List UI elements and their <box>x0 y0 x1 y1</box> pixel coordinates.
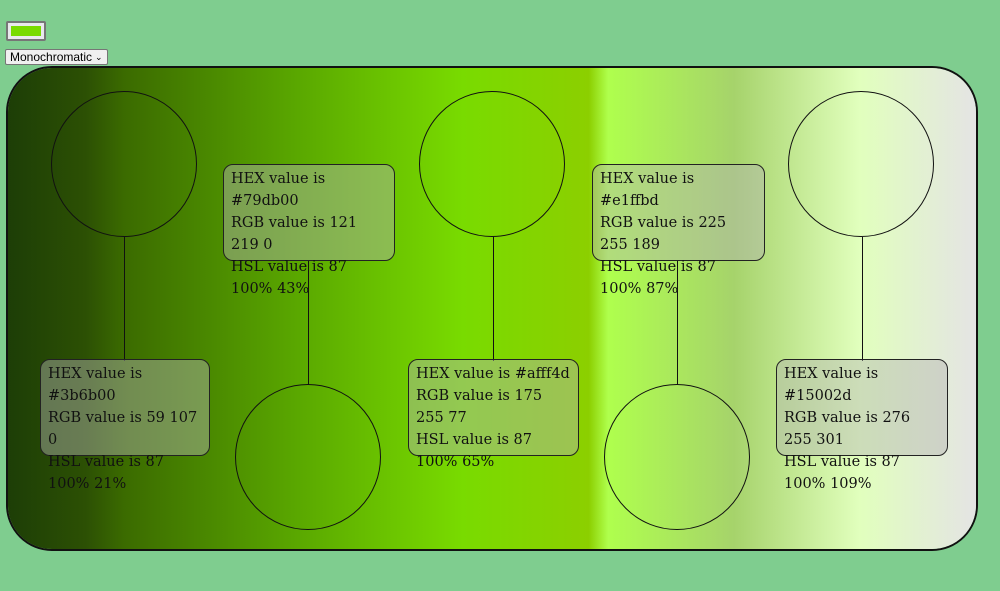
scheme-select-value: Monochromatic <box>10 50 93 64</box>
hex-value-text: HEX value is #15002d <box>784 366 879 404</box>
hex-value-text: HEX value is #afff4d <box>416 366 570 382</box>
chevron-down-icon: ⌄ <box>95 52 103 62</box>
hex-value-text: HEX value is #3b6b00 <box>48 366 143 404</box>
color-info-card-5: HEX value is #15002d RGB value is 276 25… <box>776 359 948 492</box>
color-circle-2 <box>235 384 381 530</box>
scheme-select[interactable]: Monochromatic ⌄ <box>5 49 108 65</box>
rgb-value-text: RGB value is 175 255 77 <box>416 388 543 426</box>
connector-line-4 <box>677 261 678 385</box>
color-info-card-2: HEX value is #79db00 RGB value is 121 21… <box>223 164 395 297</box>
hsl-value-text: HSL value is 87 100% 43% <box>231 259 347 297</box>
color-picker[interactable] <box>6 21 46 41</box>
rgb-value-text: RGB value is 225 255 189 <box>600 215 727 253</box>
rgb-value-text: RGB value is 276 255 301 <box>784 410 911 448</box>
hex-value-text: HEX value is #79db00 <box>231 171 326 209</box>
color-circle-3 <box>419 91 565 237</box>
hsl-value-text: HSL value is 87 100% 87% <box>600 259 716 297</box>
rgb-value-text: RGB value is 59 107 0 <box>48 410 198 448</box>
color-circle-1 <box>51 91 197 237</box>
hsl-value-text: HSL value is 87 100% 21% <box>48 454 164 492</box>
color-info-card-3: HEX value is #afff4d RGB value is 175 25… <box>408 359 579 470</box>
color-info-card-4: HEX value is #e1ffbd RGB value is 225 25… <box>592 164 765 297</box>
color-info-card-1: HEX value is #3b6b00 RGB value is 59 107… <box>40 359 210 492</box>
rgb-value-text: RGB value is 121 219 0 <box>231 215 358 253</box>
color-scheme-canvas: HEX value is #3b6b00 RGB value is 59 107… <box>6 66 978 551</box>
color-circle-5 <box>788 91 934 237</box>
connector-line-3 <box>493 237 494 361</box>
color-picker-swatch <box>11 26 41 36</box>
connector-line-1 <box>124 237 125 361</box>
hsl-value-text: HSL value is 87 100% 109% <box>784 454 900 492</box>
hex-value-text: HEX value is #e1ffbd <box>600 171 695 209</box>
connector-line-2 <box>308 261 309 385</box>
hsl-value-text: HSL value is 87 100% 65% <box>416 432 532 470</box>
connector-line-5 <box>862 237 863 361</box>
color-circle-4 <box>604 384 750 530</box>
